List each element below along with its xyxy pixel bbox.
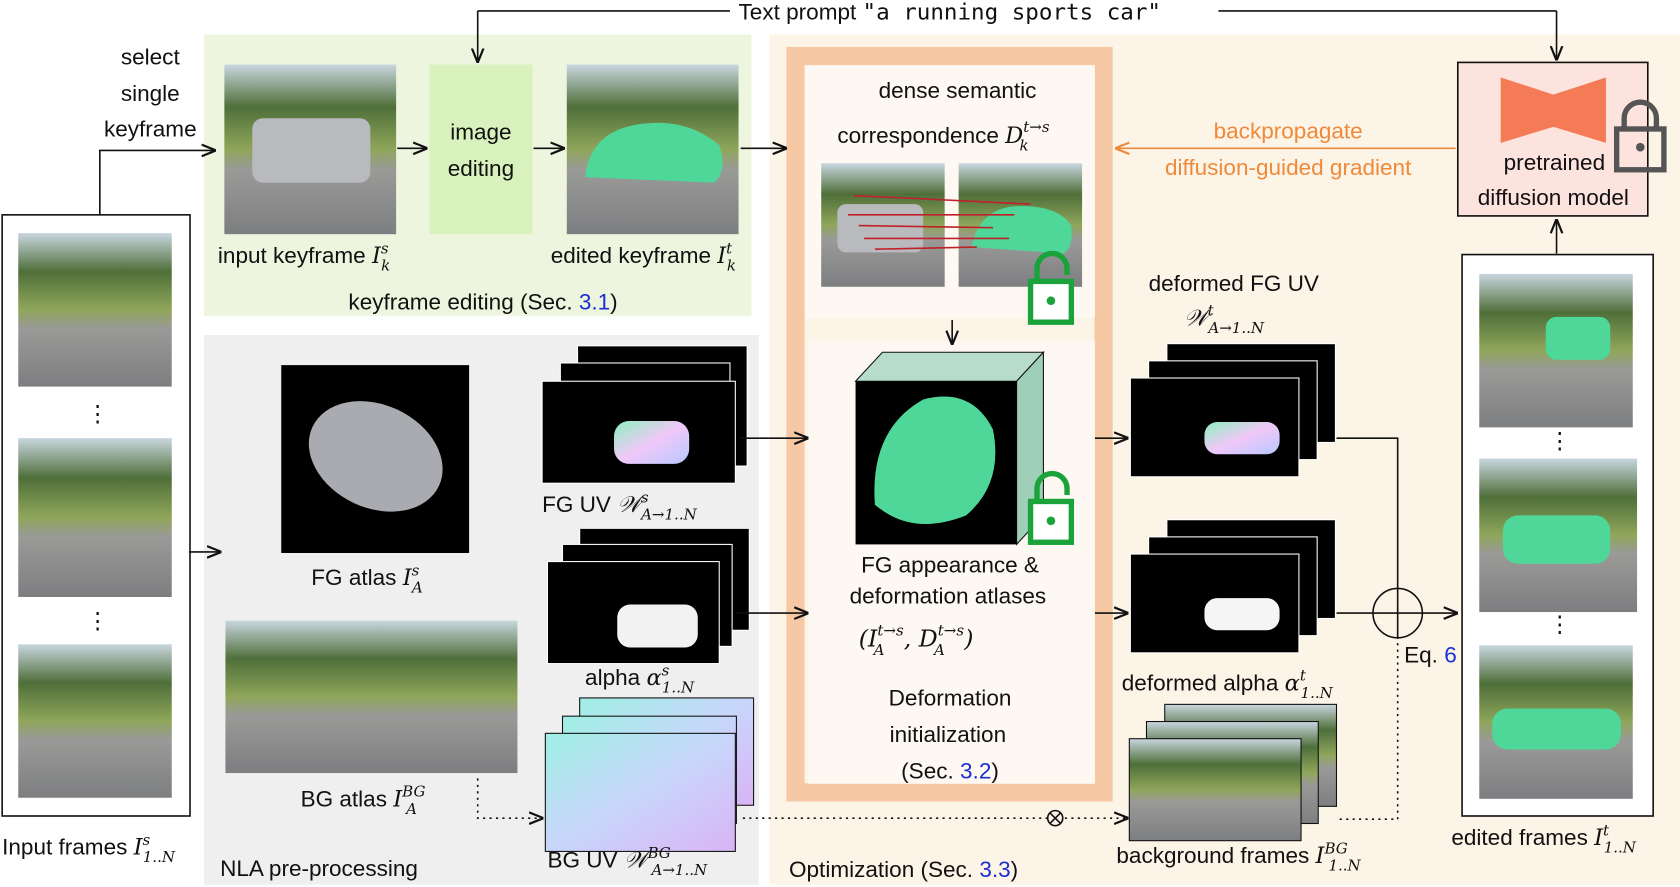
plus-circle-icon bbox=[1372, 587, 1424, 639]
eq-ref: Eq. 6 bbox=[1404, 642, 1457, 667]
bg-uv-stack bbox=[544, 697, 755, 852]
deformed-alpha-stack bbox=[1129, 519, 1336, 654]
atlases-label: deformation atlases bbox=[850, 583, 1047, 608]
select-label: select bbox=[121, 45, 181, 70]
backpropagate-label: diffusion-guided gradient bbox=[1165, 155, 1412, 180]
car-silver bbox=[252, 118, 371, 183]
unlock-icon bbox=[1027, 470, 1075, 545]
input-frame bbox=[18, 438, 172, 598]
deformed-fg-uv-stack bbox=[1129, 343, 1336, 478]
correspondence-label: dense semantic bbox=[879, 78, 1037, 103]
correspondence-lines bbox=[848, 194, 1031, 251]
nla-title: NLA pre-processing bbox=[220, 856, 418, 881]
diffusion-label: diffusion model bbox=[1478, 185, 1629, 210]
bg-atlas-image bbox=[225, 620, 518, 774]
fg-uv-stack bbox=[541, 345, 748, 484]
select-label: single bbox=[121, 81, 180, 106]
dots: ⋮ bbox=[1549, 611, 1572, 636]
image-editing-label: image bbox=[450, 120, 511, 145]
diffusion-bowtie bbox=[1500, 77, 1606, 143]
diffusion-label: pretrained bbox=[1504, 150, 1605, 175]
alpha-stack bbox=[546, 527, 750, 665]
dots: ⋮ bbox=[86, 401, 109, 426]
atlas-cube bbox=[854, 350, 1045, 546]
lock-icon bbox=[1613, 99, 1667, 173]
background-frames-stack bbox=[1128, 703, 1338, 842]
input-frame bbox=[18, 233, 172, 387]
backpropagate-label: backpropagate bbox=[1214, 119, 1363, 144]
optimization-title: Optimization (Sec. 3.3) bbox=[789, 857, 1018, 882]
deformation-init-ref: (Sec. 3.2) bbox=[901, 758, 999, 783]
atlases-label: FG appearance & bbox=[861, 552, 1039, 577]
image-editing-label: editing bbox=[448, 156, 514, 181]
select-label: keyframe bbox=[104, 116, 197, 141]
keyframe-editing-caption: keyframe editing (Sec. 3.1) bbox=[348, 289, 617, 314]
unlock-icon bbox=[1027, 250, 1075, 325]
image-editing-box bbox=[429, 64, 533, 235]
deformation-frame bbox=[786, 46, 1113, 802]
text-prompt: Text prompt "a running sports car" bbox=[739, 0, 1161, 25]
otimes-icon bbox=[1046, 809, 1064, 827]
deformed-fg-uv-label: deformed FG UV bbox=[1149, 271, 1319, 296]
dots: ⋮ bbox=[1549, 428, 1572, 453]
deformation-init-label: Deformation bbox=[889, 685, 1012, 710]
car-green bbox=[585, 122, 723, 183]
dots: ⋮ bbox=[86, 608, 109, 633]
deformation-init-label: initialization bbox=[890, 722, 1006, 747]
input-frame bbox=[18, 644, 172, 798]
